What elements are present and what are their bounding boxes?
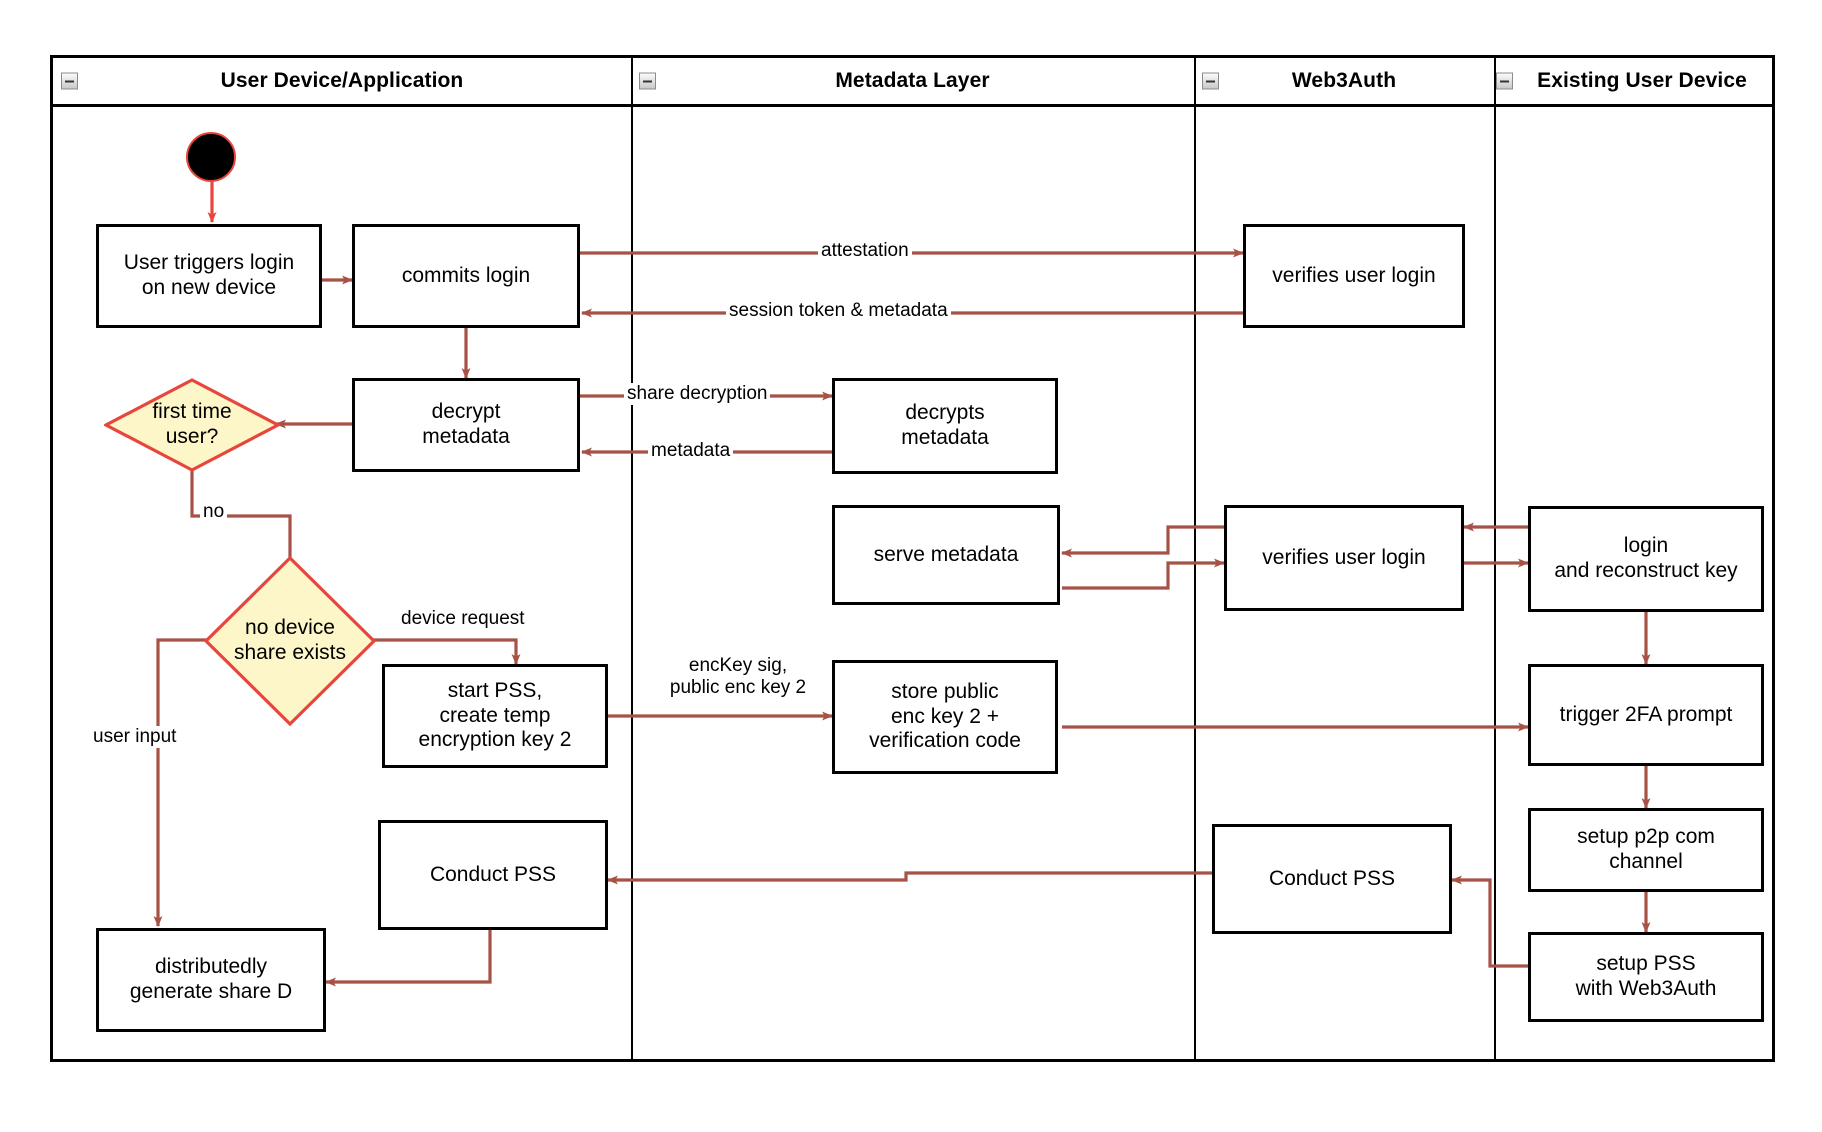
edge-label-enckey-sig: encKey sig, public enc key 2 bbox=[650, 655, 826, 699]
decision-no-device-share[interactable]: no device share exists bbox=[204, 556, 376, 726]
node-conduct-pss-user[interactable]: Conduct PSS bbox=[378, 820, 608, 930]
lane-web3auth bbox=[1194, 58, 1494, 1059]
node-decrypts-metadata[interactable]: decrypts metadata bbox=[832, 378, 1058, 474]
node-setup-pss-with-web3auth[interactable]: setup PSS with Web3Auth bbox=[1528, 932, 1764, 1022]
edge-label-user-input: user input bbox=[90, 726, 180, 748]
lane-header-web3auth[interactable]: Web3Auth bbox=[1194, 58, 1494, 107]
lane-title-existing: Existing User Device bbox=[1537, 69, 1747, 92]
collapse-minus-icon[interactable] bbox=[1496, 72, 1513, 90]
collapse-minus-icon[interactable] bbox=[61, 72, 78, 90]
initial-node bbox=[186, 132, 236, 182]
collapse-minus-icon[interactable] bbox=[1202, 72, 1219, 90]
node-generate-share-d[interactable]: distributedly generate share D bbox=[96, 928, 326, 1032]
edge-label-no: no bbox=[200, 501, 228, 523]
node-serve-metadata[interactable]: serve metadata bbox=[832, 505, 1060, 605]
node-verifies-user-login-2[interactable]: verifies user login bbox=[1224, 505, 1464, 611]
lane-header-user-device[interactable]: User Device/Application bbox=[53, 58, 631, 107]
node-start-pss[interactable]: start PSS, create temp encryption key 2 bbox=[382, 664, 608, 768]
lane-header-existing[interactable]: Existing User Device bbox=[1494, 58, 1772, 107]
node-decrypt-metadata[interactable]: decrypt metadata bbox=[352, 378, 580, 472]
node-setup-p2p-com-channel[interactable]: setup p2p com channel bbox=[1528, 808, 1764, 892]
node-user-triggers-login[interactable]: User triggers login on new device bbox=[96, 224, 322, 328]
lane-title-web3auth: Web3Auth bbox=[1291, 69, 1397, 92]
lane-metadata bbox=[631, 58, 1194, 1059]
lane-title-user-device: User Device/Application bbox=[220, 69, 464, 92]
collapse-minus-icon[interactable] bbox=[639, 72, 656, 90]
node-login-and-reconstruct-key[interactable]: login and reconstruct key bbox=[1528, 506, 1764, 612]
node-trigger-2fa-prompt[interactable]: trigger 2FA prompt bbox=[1528, 664, 1764, 766]
edge-label-share-decryption: share decryption bbox=[624, 383, 771, 405]
decision-first-time-user-label: first time user? bbox=[152, 400, 232, 448]
edge-label-attestation: attestation bbox=[818, 240, 912, 262]
lane-existing bbox=[1494, 58, 1772, 1059]
decision-no-device-share-label: no device share exists bbox=[233, 616, 347, 664]
node-commits-login[interactable]: commits login bbox=[352, 224, 580, 328]
decision-first-time-user[interactable]: first time user? bbox=[104, 378, 280, 472]
node-store-public-key[interactable]: store public enc key 2 + verification co… bbox=[832, 660, 1058, 774]
edge-label-device-request: device request bbox=[398, 608, 528, 630]
lane-header-metadata[interactable]: Metadata Layer bbox=[631, 58, 1194, 107]
node-verifies-user-login-1[interactable]: verifies user login bbox=[1243, 224, 1465, 328]
edge-label-session-token: session token & metadata bbox=[726, 300, 951, 322]
node-conduct-pss-web3auth[interactable]: Conduct PSS bbox=[1212, 824, 1452, 934]
lane-title-metadata: Metadata Layer bbox=[835, 69, 990, 92]
edge-label-metadata: metadata bbox=[648, 440, 734, 462]
